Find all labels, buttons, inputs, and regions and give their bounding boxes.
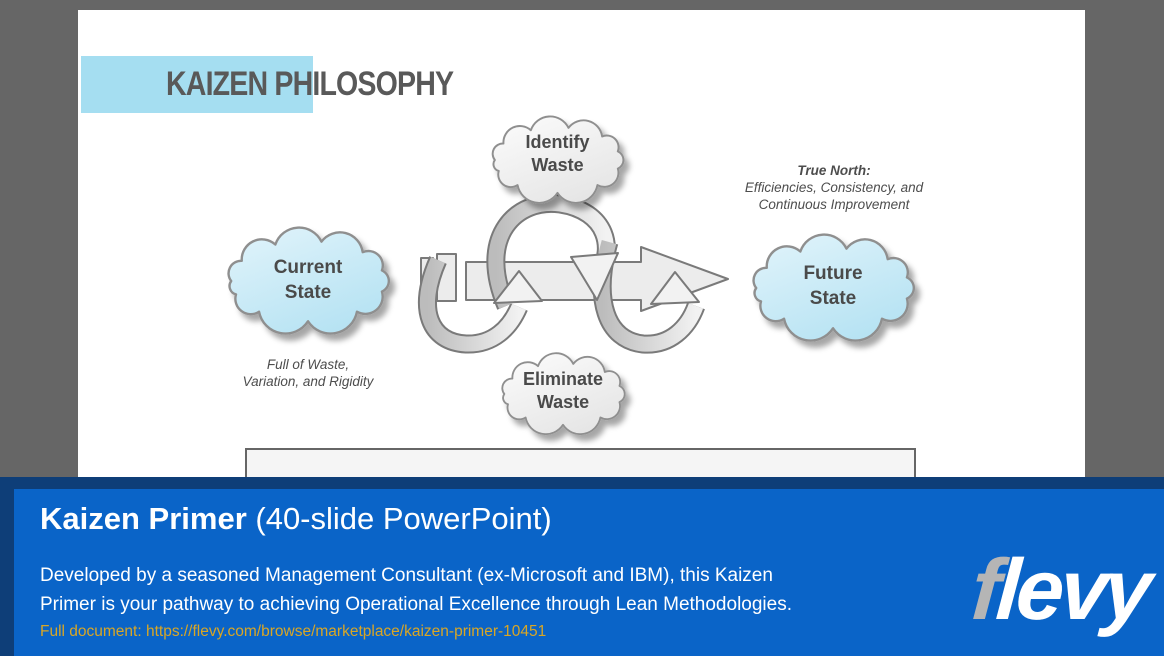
true-north-note: True North: Efficiencies, Consistency, a…	[728, 162, 940, 213]
current-state-note-line: Full of Waste,	[266, 357, 350, 372]
title-highlight-block	[81, 56, 313, 113]
full-document-label: Full document:	[40, 623, 146, 640]
cloud-label-line: State	[284, 282, 332, 303]
banner-description-line: Primer is your pathway to achieving Oper…	[40, 594, 792, 615]
full-document-link[interactable]: https://flevy.com/browse/marketplace/kai…	[145, 623, 547, 640]
full-document-line: Full document: https://flevy.com/browse/…	[40, 623, 546, 641]
current-state-note: Full of Waste, Variation, and Rigidity	[208, 356, 408, 390]
current-state-note-line: Variation, and Rigidity	[242, 374, 374, 389]
slide-preview: KAIZEN PHILOSOPHY	[78, 10, 1085, 488]
spiral-band-1	[419, 256, 526, 352]
cloud-label-line: Waste	[536, 392, 590, 412]
up-arrowhead-1	[493, 270, 543, 304]
cloud-label-eliminate-waste: Eliminate Waste	[472, 368, 654, 414]
down-arrowhead	[570, 252, 619, 301]
true-north-line: Efficiencies, Consistency, and	[744, 180, 924, 195]
cloud-label-current-state: Current State	[212, 255, 404, 305]
slide-title: KAIZEN PHILOSOPHY	[166, 65, 454, 103]
marketing-banner: Kaizen Primer (40-slide PowerPoint) Deve…	[0, 477, 1164, 656]
kaizen-diagram	[227, 115, 916, 436]
up-arrowhead-2	[650, 271, 700, 305]
cloud-label-line: Future	[803, 263, 863, 284]
improvement-spiral-arrow	[417, 193, 729, 354]
cloud-label-line: Eliminate	[522, 369, 604, 389]
cloud-label-identify-waste: Identify Waste	[465, 131, 650, 177]
banner-title-format: (40-slide PowerPoint)	[246, 501, 552, 536]
cloud-label-line: Current	[273, 257, 343, 278]
true-north-heading: True North:	[797, 163, 871, 178]
banner-title-product: Kaizen Primer	[40, 501, 247, 536]
cloud-label-line: Identify	[525, 132, 590, 152]
true-north-line: Continuous Improvement	[758, 197, 910, 212]
banner-description-line: Developed by a seasoned Management Consu…	[40, 565, 773, 586]
cloud-label-line: State	[809, 288, 857, 309]
flevy-logo: flevy	[969, 542, 1152, 638]
cloud-label-future-state: Future State	[737, 261, 929, 311]
cloud-label-line: Waste	[531, 155, 584, 175]
banner-title: Kaizen Primer (40-slide PowerPoint)	[40, 501, 552, 537]
flevy-logo-levy: levy	[993, 542, 1152, 638]
banner-description: Developed by a seasoned Management Consu…	[40, 561, 792, 619]
